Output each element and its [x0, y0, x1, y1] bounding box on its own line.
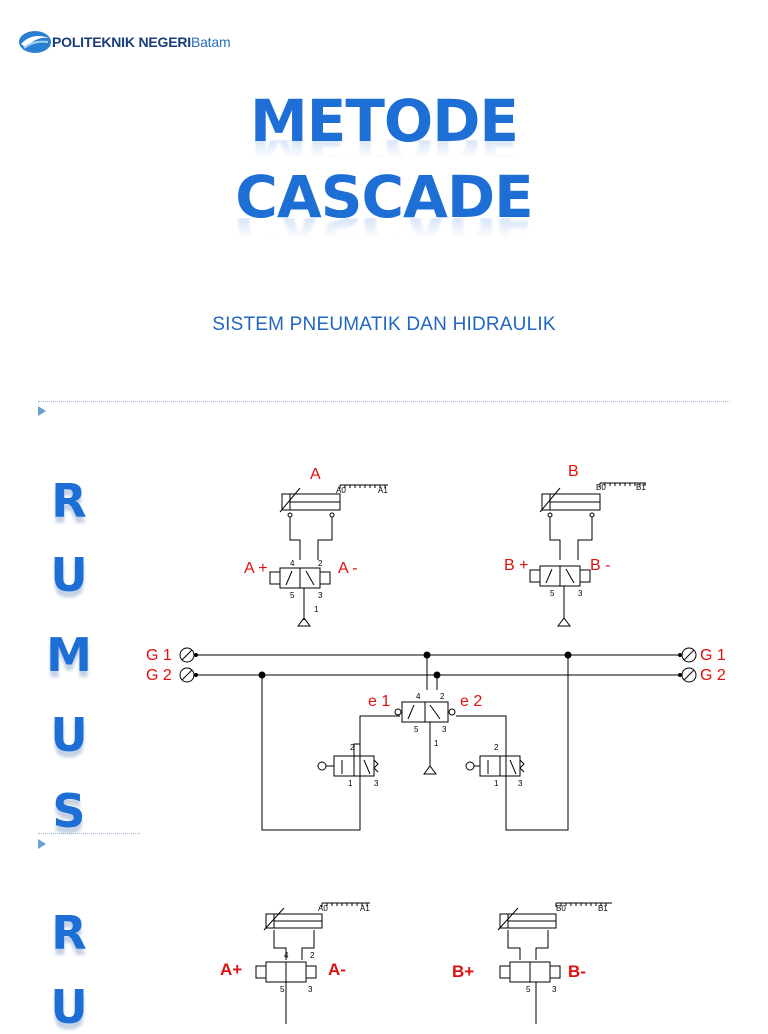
- port-label: 5: [526, 985, 531, 994]
- b-plus-label-2: B+: [452, 962, 474, 981]
- cylinder-a: A A0 A1: [279, 466, 388, 560]
- port-label: 2: [310, 951, 315, 960]
- subtitle: SISTEM PNEUMATIK DAN HIDRAULIK: [212, 314, 556, 335]
- valve-b: 5 3 B + B -: [504, 557, 610, 627]
- b-minus-label-2: B-: [568, 962, 586, 981]
- port-label: 1: [434, 739, 439, 748]
- side-letter: R: [51, 906, 87, 960]
- e2-label: e 2: [460, 693, 482, 710]
- g2-left-label: G 2: [146, 667, 172, 684]
- a-minus-label-2: A-: [328, 960, 346, 979]
- port-label: 1: [494, 779, 499, 788]
- bullet-arrow-icon: [38, 406, 46, 416]
- sensor-b1-label: B1: [636, 483, 646, 492]
- group-lines: G 1 G 2 G 1 G 2: [146, 647, 726, 831]
- port-label: 3: [374, 779, 379, 788]
- logo-city: Batam: [190, 34, 231, 50]
- sensor-a1-label: A1: [378, 486, 388, 495]
- side-letter: U: [50, 548, 88, 602]
- port-label: 2: [350, 743, 355, 752]
- port-label: 2: [440, 692, 445, 701]
- a-plus-label: A +: [244, 560, 268, 577]
- port-label: 2: [494, 743, 499, 752]
- e1-label: e 1: [368, 693, 390, 710]
- port-label: 3: [308, 985, 313, 994]
- memory-valve: 4 2 5 3 1 e 1 e 2: [368, 692, 482, 775]
- slide-divider-1: [38, 401, 730, 402]
- g2-right-label: G 2: [700, 667, 726, 684]
- port-label: 3: [318, 591, 323, 600]
- port-label: 5: [290, 591, 295, 600]
- sensor-b0-label: B0: [596, 483, 606, 492]
- port-label: 5: [550, 589, 555, 598]
- b-plus-label: B +: [504, 557, 528, 574]
- logo-name: POLITEKNIK NEGERI: [52, 34, 191, 50]
- g1-right-label: G 1: [700, 647, 726, 664]
- side-letter: U: [50, 708, 88, 762]
- valve-a: 4 2 5 3 1 A + A -: [244, 559, 358, 627]
- sensor-a1-label-2: A1: [360, 904, 370, 913]
- port-label: 3: [442, 725, 447, 734]
- title-line-1: METODE: [250, 87, 519, 155]
- cylinder-b-label: B: [568, 463, 579, 480]
- side-letter: S: [52, 784, 86, 838]
- signal-valve-left: 2 1 3: [317, 743, 379, 788]
- side-letter: R: [51, 474, 87, 528]
- port-label: 4: [290, 559, 295, 568]
- institution-name: POLITEKNIK NEGERIBatam: [52, 34, 231, 50]
- sensor-b0-label-2: B0: [556, 904, 566, 913]
- port-label: 4: [284, 951, 289, 960]
- politeknik-logo-icon: [19, 31, 51, 53]
- port-label: 3: [578, 589, 583, 598]
- side-letter: M: [46, 628, 92, 682]
- cylinder-a-2: A0 A1 4 2 5 3 A+ A-: [220, 902, 370, 1024]
- a-plus-label-2: A+: [220, 960, 242, 979]
- sensor-a0-label-2: A0: [318, 904, 328, 913]
- port-label: 3: [518, 779, 523, 788]
- port-label: 3: [552, 985, 557, 994]
- slide-divider-2: [38, 833, 140, 834]
- a-minus-label: A -: [338, 560, 358, 577]
- title-line-2: CASCADE: [235, 163, 533, 231]
- cylinder-b-2: B0 B1 5 3 B+ B-: [452, 902, 612, 1024]
- sensor-a0-label: A0: [336, 486, 346, 495]
- b-minus-label: B -: [590, 557, 610, 574]
- port-label: 5: [414, 725, 419, 734]
- port-label: 4: [416, 692, 421, 701]
- signal-valve-right: 2 1 3: [465, 743, 525, 788]
- cylinder-b: B B0 B1: [539, 463, 646, 560]
- side-letter: U: [50, 980, 88, 1034]
- bullet-arrow-icon: [38, 839, 46, 849]
- port-label: 2: [318, 559, 323, 568]
- cylinder-a-label: A: [310, 466, 321, 483]
- sensor-b1-label-2: B1: [598, 904, 608, 913]
- port-label: 5: [280, 985, 285, 994]
- port-label: 1: [314, 605, 319, 614]
- port-label: 1: [348, 779, 353, 788]
- g1-left-label: G 1: [146, 647, 172, 664]
